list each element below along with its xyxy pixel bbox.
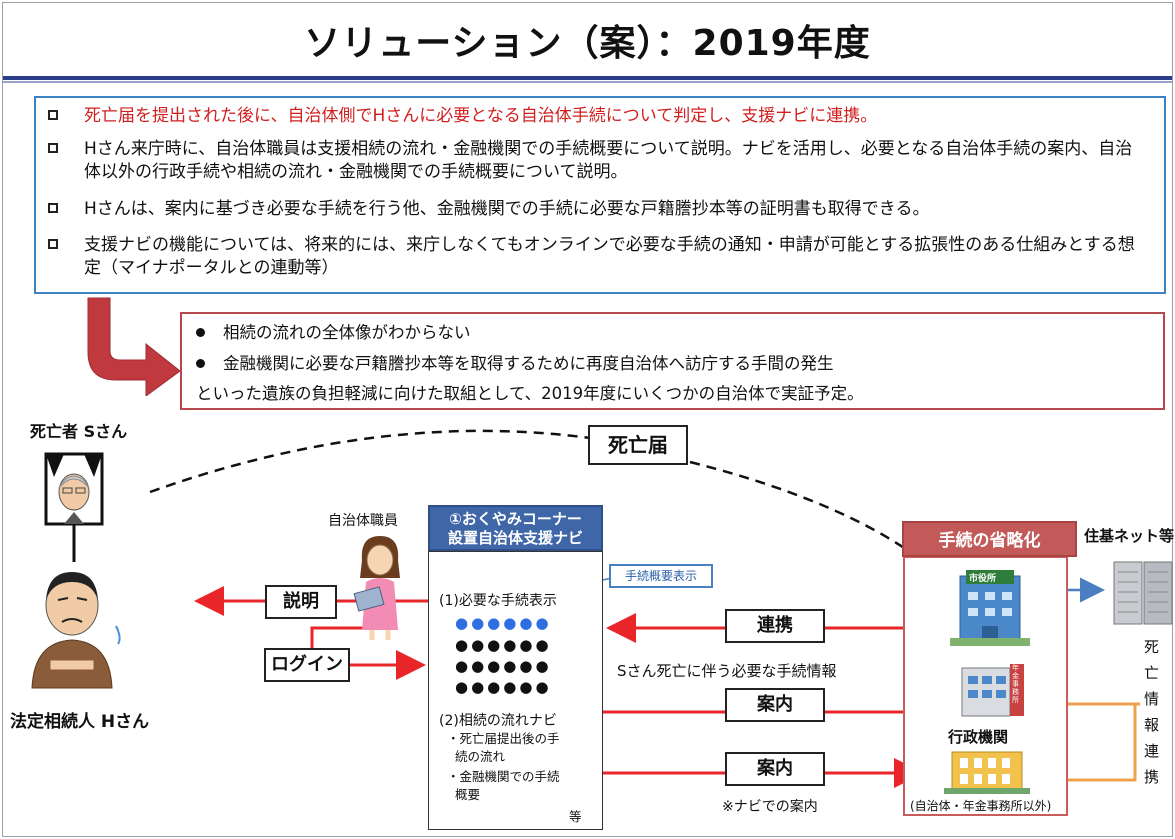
navi-etc: 等 bbox=[569, 809, 582, 824]
procedure-info-label: Sさん死亡に伴う必要な手続情報 bbox=[617, 662, 837, 680]
issue-item: 金融機関に必要な戸籍謄抄本等を取得するために再度自治体へ訪庁する手間の発生 bbox=[196, 352, 834, 376]
navi-guide-note: ※ナビでの案内 bbox=[722, 799, 818, 815]
simplification-header: 手続の省略化 bbox=[902, 521, 1077, 557]
admin-agency-building-icon bbox=[944, 751, 1030, 794]
solution-box: 死亡届を提出された後に、自治体側でHさんに必要となる自治体手続について判定し、支… bbox=[34, 96, 1166, 294]
deceased-label: 死亡者 Sさん bbox=[30, 422, 128, 441]
heir-label: 法定相続人 Hさん bbox=[10, 712, 150, 732]
heir-person-icon bbox=[31, 572, 121, 689]
death-info-link-label: 死 亡 情 報 連 携 bbox=[1144, 638, 1160, 786]
square-bullet-icon bbox=[48, 239, 58, 249]
issue-item: 相続の流れの全体像がわからない bbox=[196, 321, 471, 345]
staff-label: 自治体職員 bbox=[328, 513, 398, 529]
city-hall-sign: 市役所 bbox=[969, 574, 997, 584]
procedure-dots-row: ●●●●●● bbox=[455, 614, 552, 632]
memorial-portrait-icon bbox=[44, 452, 104, 562]
admin-agencies-label: 行政機関 bbox=[948, 728, 1009, 746]
title-rule-thin bbox=[3, 81, 1172, 83]
issue-conclusion: といった遺族の負担軽減に向けた取組として、2019年度にいくつかの自治体で実証予… bbox=[196, 384, 864, 403]
square-bullet-icon bbox=[48, 143, 58, 153]
dot-bullet-icon bbox=[196, 328, 205, 337]
server-rack-icon bbox=[1113, 561, 1173, 625]
pension-office-icon bbox=[961, 664, 1024, 717]
procedure-summary-button[interactable]: 手続概要表示 bbox=[609, 564, 713, 588]
procedure-dots-row: ●●●●●● bbox=[455, 657, 552, 675]
dot-bullet-icon bbox=[196, 359, 205, 368]
support-navi-panel: (1)必要な手続表示 ●●●●●● ●●●●●● ●●●●●● ●●●●●● (… bbox=[428, 551, 603, 830]
city-hall-icon bbox=[950, 570, 1030, 646]
issues-box: 相続の流れの全体像がわからない 金融機関に必要な戸籍謄抄本等を取得するために再度… bbox=[180, 312, 1165, 410]
square-bullet-icon bbox=[48, 203, 58, 213]
staff-person-icon bbox=[353, 536, 400, 640]
navi-sub-item: ・死亡届提出後の手続の流れ bbox=[447, 731, 560, 764]
title-rule bbox=[3, 76, 1172, 80]
login-button[interactable]: ログイン bbox=[264, 648, 350, 682]
navi-sub-item: ・金融機関での手続概要 bbox=[447, 769, 560, 802]
juki-net-label: 住基ネット等 bbox=[1084, 527, 1175, 545]
support-navi-header: ①おくやみコーナー 設置自治体支援ナビ bbox=[428, 505, 603, 551]
guide-label: 案内 bbox=[725, 752, 825, 786]
navi-item-inheritance-flow: (2)相続の流れナビ bbox=[439, 713, 557, 729]
link-label: 連携 bbox=[725, 609, 825, 643]
explain-label: 説明 bbox=[265, 585, 337, 619]
square-bullet-icon bbox=[48, 110, 58, 120]
admin-agencies-note: (自治体・年金事務所以外) bbox=[910, 799, 1052, 813]
procedure-dots-row: ●●●●●● bbox=[455, 636, 552, 654]
death-notice-label: 死亡届 bbox=[588, 425, 688, 465]
navi-item-procedures: (1)必要な手続表示 bbox=[439, 593, 557, 609]
pension-office-sign: 年金事務所 bbox=[1012, 664, 1019, 704]
page-title: ソリューション（案）：2019年度 bbox=[304, 23, 871, 64]
guide-label: 案内 bbox=[725, 688, 825, 722]
curved-arrow-icon bbox=[87, 297, 181, 396]
procedure-dots-row: ●●●●●● bbox=[455, 678, 552, 696]
